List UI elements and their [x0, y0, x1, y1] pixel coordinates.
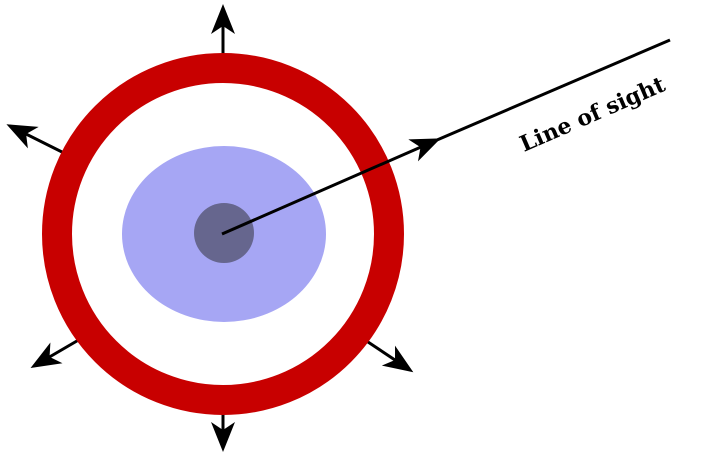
arrow-icon	[34, 338, 82, 366]
line-of-sight-label: Line of sight	[516, 71, 670, 157]
arrow-icon	[362, 338, 410, 370]
